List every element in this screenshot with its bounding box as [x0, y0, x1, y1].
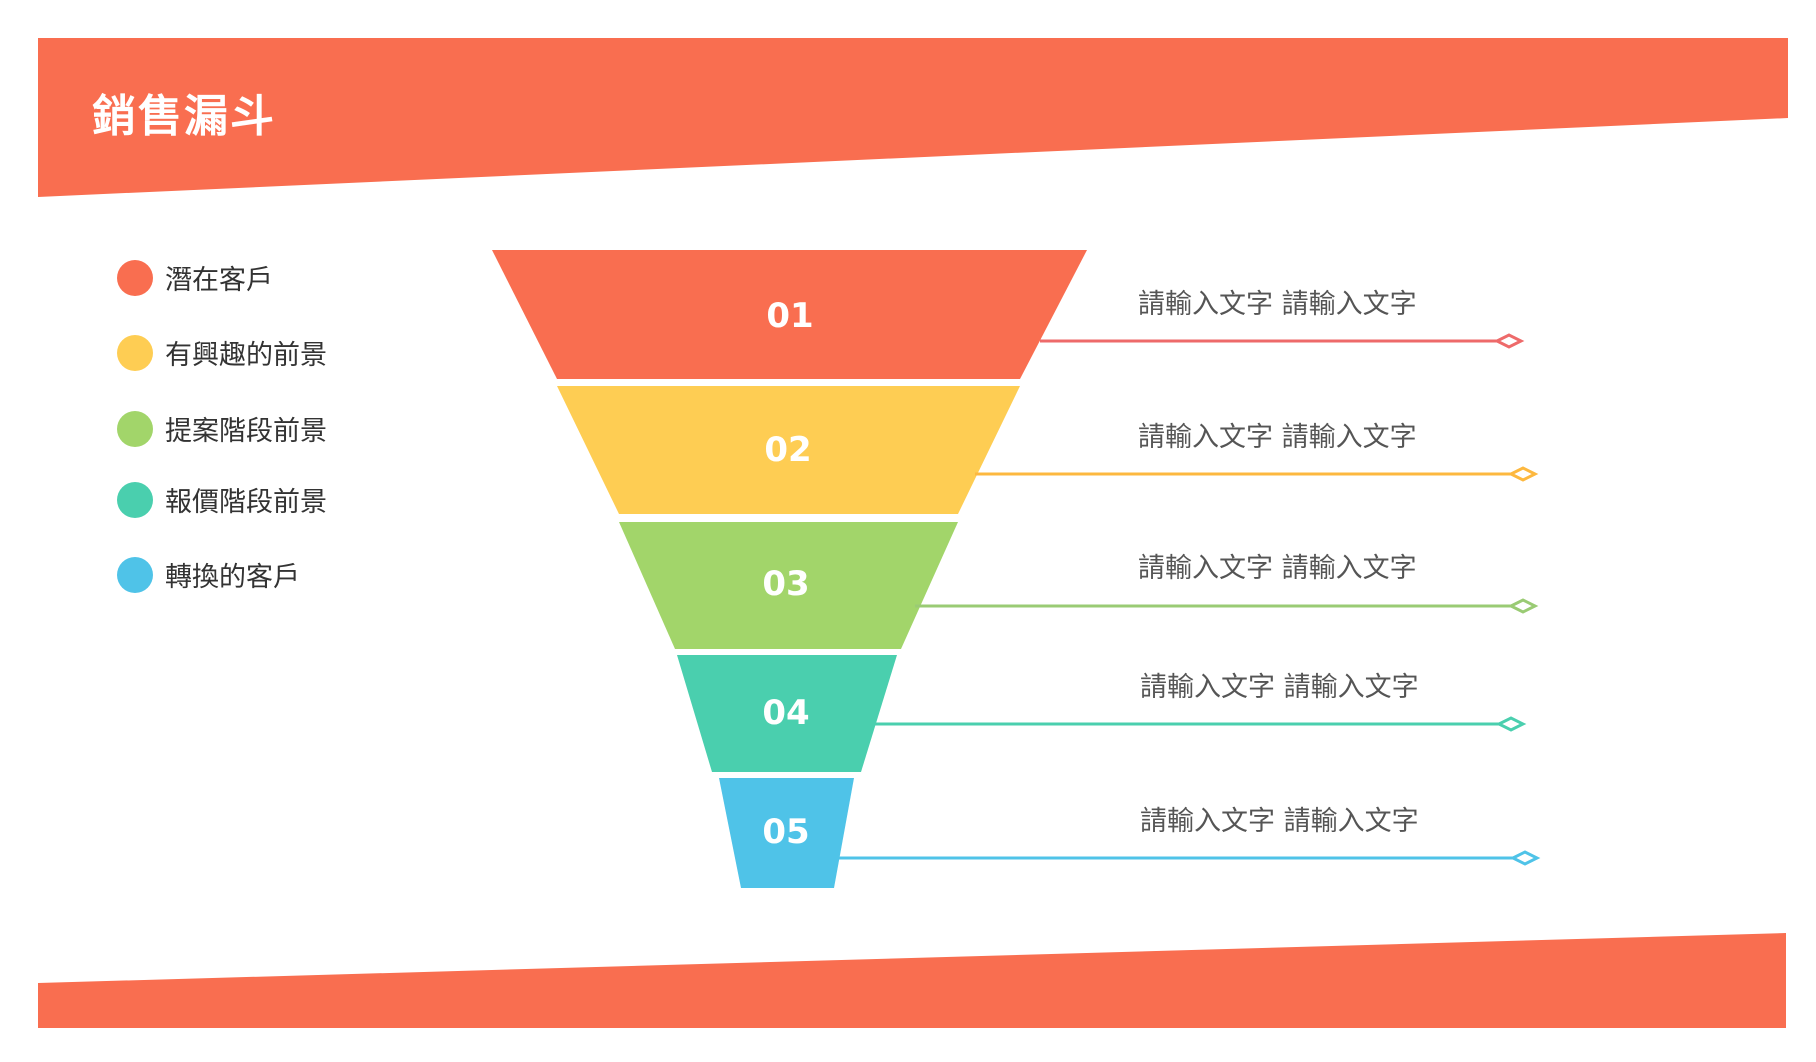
- callout-diamond-1: [1493, 333, 1525, 349]
- callout-diamond-2: [1507, 466, 1539, 482]
- stage-number-2: 02: [764, 430, 811, 470]
- legend-dot: [117, 556, 153, 593]
- legend-dot: [117, 334, 153, 371]
- stage-number-1: 01: [766, 296, 813, 336]
- stage-description-4: 請輸入文字 請輸入文字: [1140, 672, 1419, 703]
- stage-description-5: 請輸入文字 請輸入文字: [1140, 806, 1419, 837]
- legend-dot: [117, 259, 153, 296]
- stage-description-3: 請輸入文字 請輸入文字: [1138, 553, 1417, 584]
- legend-label: 轉換的客戶: [165, 562, 300, 593]
- funnel-stage-2: 02 請輸入文字 請輸入文字: [557, 386, 1539, 514]
- funnel-stage-4: 04 請輸入文字 請輸入文字: [677, 655, 1527, 772]
- funnel-segment-4: [677, 655, 897, 772]
- legend-label: 潛在客戶: [165, 265, 273, 296]
- legend-item: 轉換的客戶: [117, 555, 300, 594]
- legend-item: 提案階段前景: [117, 409, 327, 448]
- callout-diamond-4: [1495, 716, 1527, 732]
- legend-label: 提案階段前景: [165, 416, 327, 447]
- funnel-segment-3: [619, 522, 958, 649]
- funnel-stage-3: 03 請輸入文字 請輸入文字: [619, 522, 1539, 649]
- legend-dot: [117, 410, 153, 447]
- legend-label: 報價階段前景: [165, 487, 327, 518]
- funnel-segment-1: [492, 250, 1087, 379]
- funnel-stage-5: 05 請輸入文字 請輸入文字: [719, 778, 1541, 888]
- funnel-stage-1: 01 請輸入文字 請輸入文字: [492, 250, 1525, 379]
- stage-number-4: 04: [762, 693, 809, 733]
- page-title: 銷售漏斗: [92, 91, 276, 142]
- callout-diamond-3: [1507, 598, 1539, 614]
- legend-dot: [117, 481, 153, 518]
- funnel-segment-5: [719, 778, 854, 888]
- legend-item: 潛在客戶: [117, 258, 273, 297]
- legend-item: 報價階段前景: [117, 480, 327, 519]
- stage-number-3: 03: [762, 564, 809, 604]
- funnel-segment-2: [557, 386, 1020, 514]
- stage-description-2: 請輸入文字 請輸入文字: [1138, 422, 1417, 453]
- legend-label: 有興趣的前景: [165, 340, 327, 371]
- stage-number-5: 05: [762, 812, 809, 852]
- stage-description-1: 請輸入文字 請輸入文字: [1138, 289, 1417, 320]
- callout-diamond-5: [1509, 850, 1541, 866]
- legend-item: 有興趣的前景: [117, 333, 327, 372]
